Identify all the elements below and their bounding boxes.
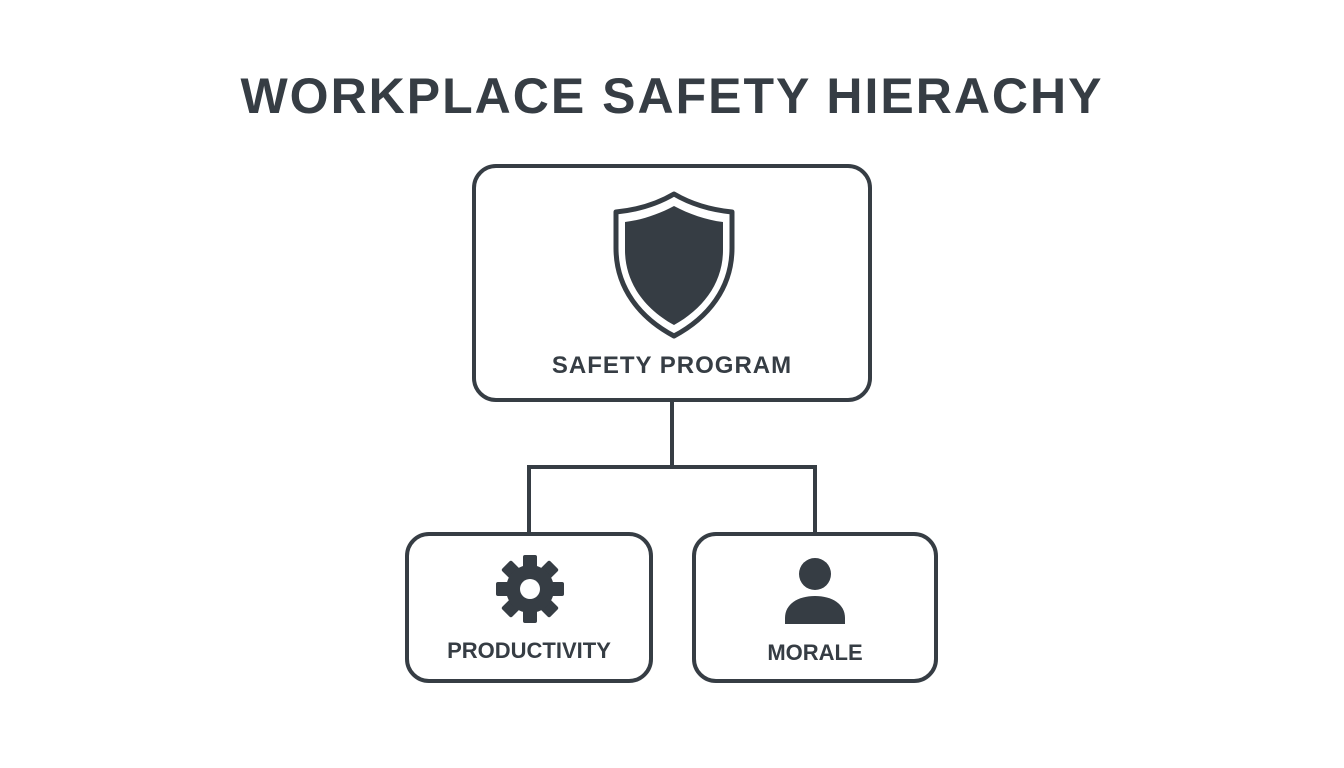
person-icon — [785, 558, 845, 624]
node-label: PRODUCTIVITY — [447, 638, 611, 663]
node-safety-program: SAFETY PROGRAM — [472, 164, 872, 402]
gear-icon — [496, 555, 564, 623]
node-label: MORALE — [767, 640, 863, 665]
node-morale: MORALE — [692, 532, 938, 683]
node-label: SAFETY PROGRAM — [551, 352, 793, 379]
shield-icon — [613, 191, 735, 339]
node-productivity: PRODUCTIVITY — [405, 532, 653, 683]
diagram-title: WORKPLACE SAFETY HIERACHY — [240, 68, 1104, 124]
